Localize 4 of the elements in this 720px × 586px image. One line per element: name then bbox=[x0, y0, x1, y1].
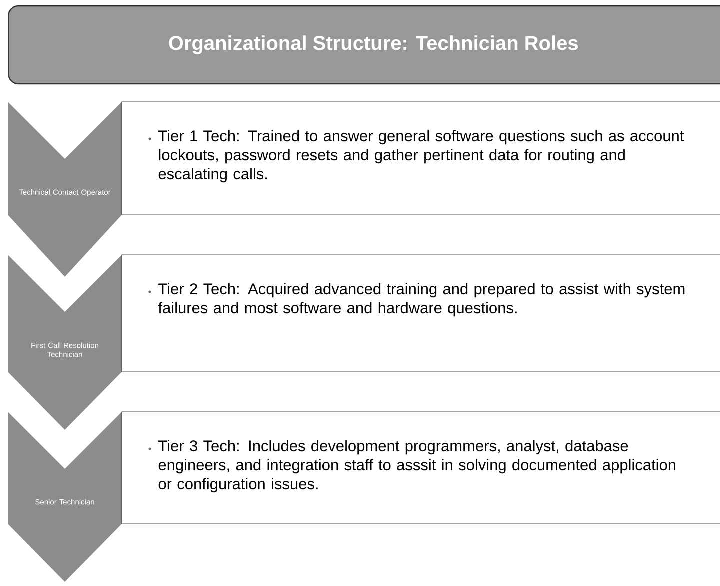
title-banner: Organizational Structure: Technician Roles bbox=[8, 5, 720, 85]
description-box: Tier 2 Tech: Acquired advanced training and prepared to assist with system failures and most software and hardware questions. bbox=[122, 254, 720, 372]
description-box: Tier 1 Tech: Trained to answer general software questions such as account lockouts, password resets and gather pertinent data for routing and escalating calls. bbox=[122, 102, 720, 216]
description-box: Tier 3 Tech: Includes development programmers, analyst, database engineers, and integration staff to asssit in solving documented application or configuration issues. bbox=[122, 412, 720, 524]
